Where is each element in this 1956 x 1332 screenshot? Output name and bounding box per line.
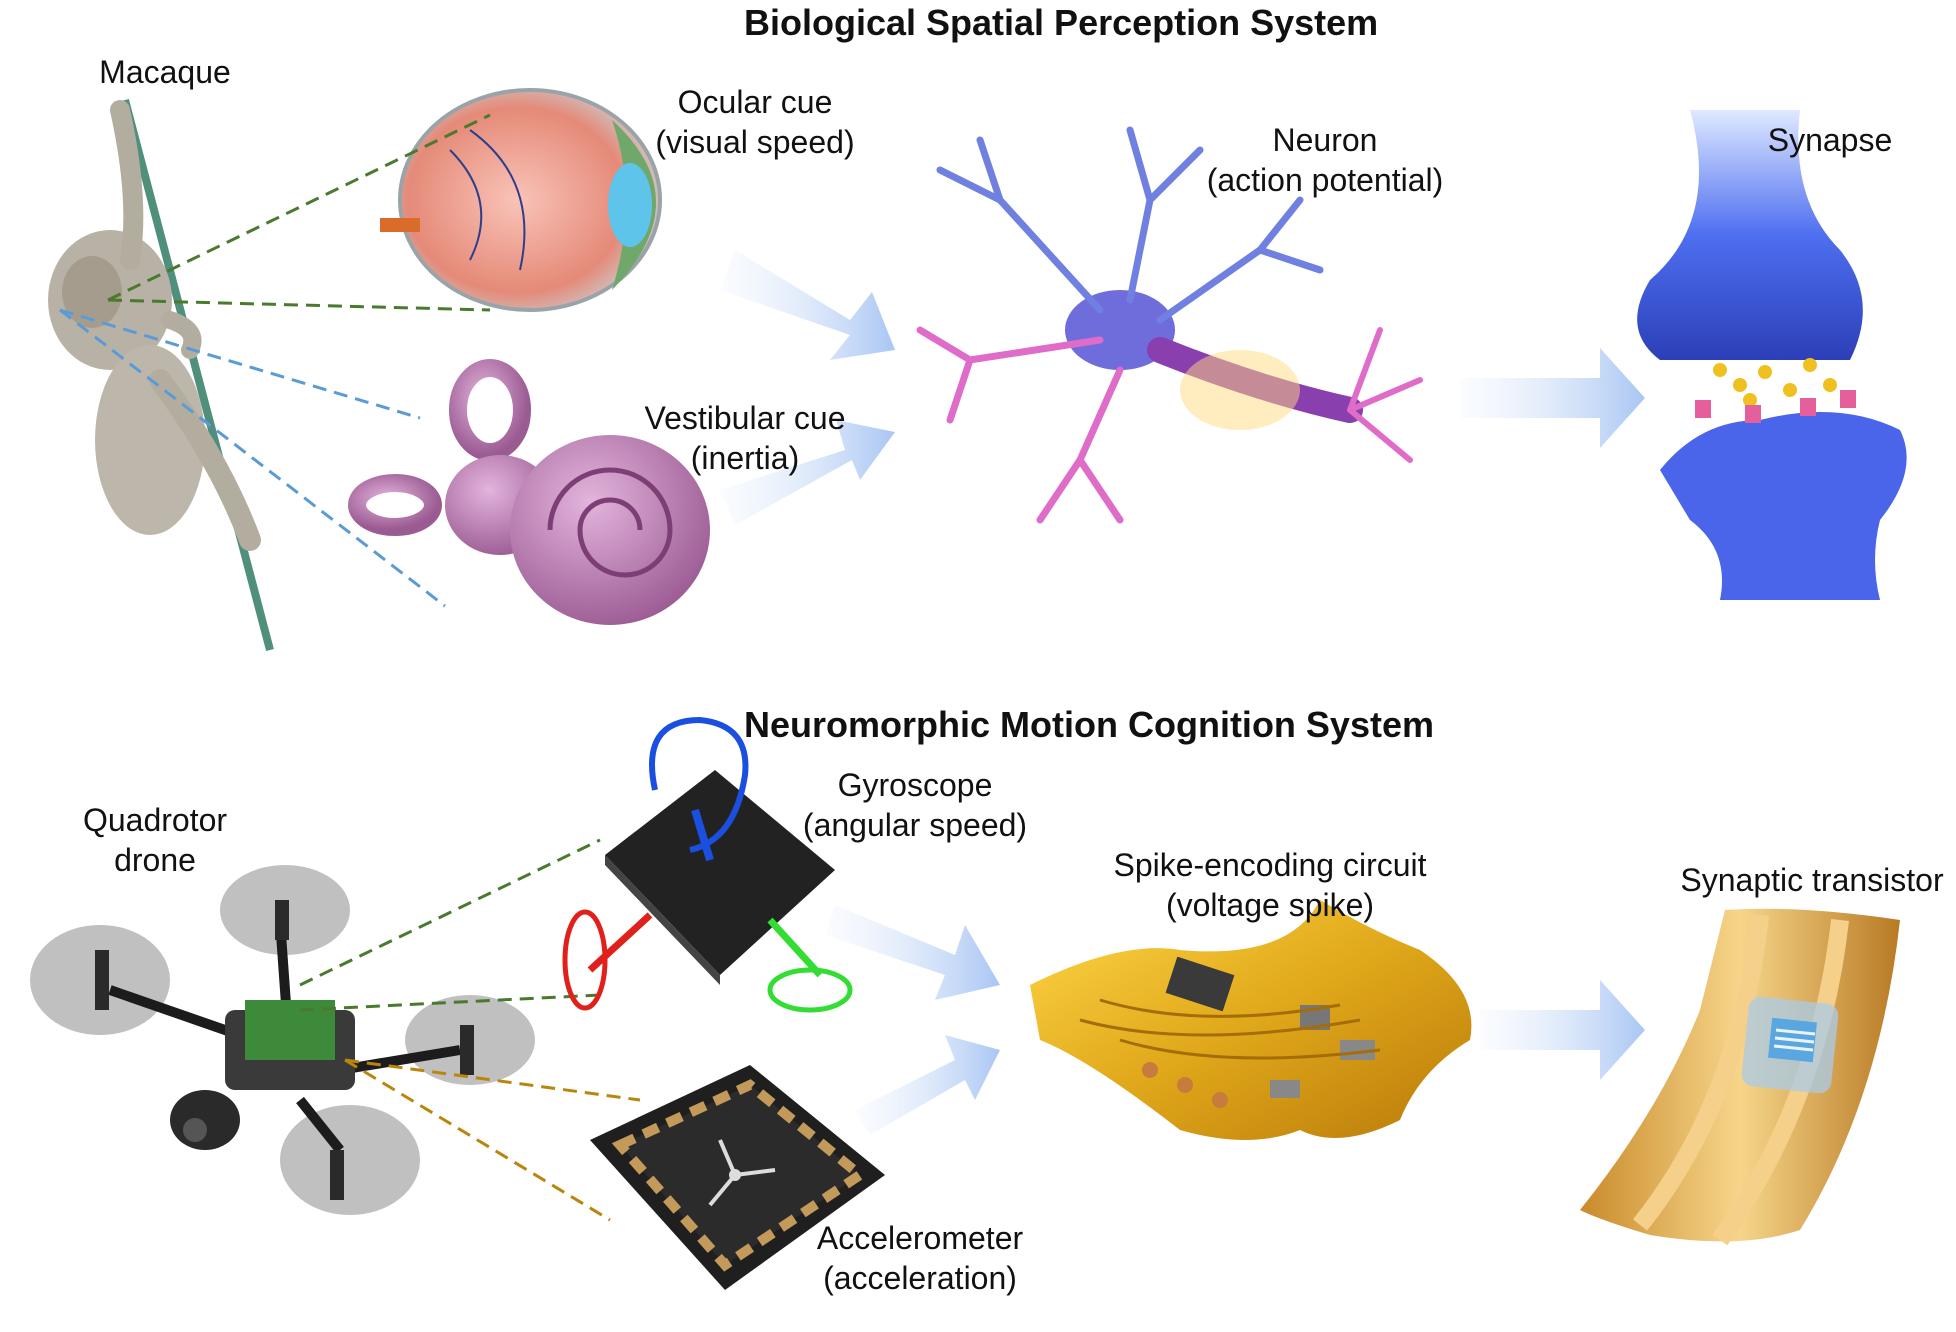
arrow-gyro-to-circuit	[825, 905, 1000, 1000]
accelerometer-lines	[344, 1058, 641, 1222]
spike-encoding-circuit-label: Spike-encoding circuit (voltage spike)	[1100, 845, 1440, 925]
transistor-title: Synaptic transistor	[1680, 862, 1944, 898]
neuron-subtitle: (action potential)	[1206, 162, 1444, 198]
arrow-vestibular-to-neuron	[720, 420, 895, 525]
accelerometer-subtitle: (acceleration)	[823, 1260, 1017, 1296]
circuit-title: Spike-encoding circuit	[1113, 847, 1427, 883]
synapse-title: Synapse	[1767, 122, 1893, 158]
drone-label-line2: drone	[114, 842, 196, 878]
ocular-cue-subtitle: (visual speed)	[655, 124, 855, 160]
arrow-neuron-to-synapse	[1460, 348, 1645, 448]
drone-label-line1: Quadrotor	[82, 802, 228, 838]
top-section-title: Biological Spatial Perception System	[744, 2, 1379, 43]
synapse-illustration	[1637, 110, 1907, 600]
neuron-illustration	[916, 126, 1423, 524]
inner-ear-illustration	[348, 359, 710, 625]
arrow-accel-to-circuit	[855, 1035, 1000, 1135]
gyroscope-lines	[299, 838, 601, 1012]
macaque-illustration	[48, 98, 274, 652]
gyroscope-label: Gyroscope (angular speed)	[790, 765, 1040, 845]
ocular-cue-title: Ocular cue	[677, 84, 833, 120]
neuron-label: Neuron (action potential)	[1190, 120, 1460, 200]
macaque-label-text: Macaque	[99, 54, 231, 90]
gyroscope-title: Gyroscope	[837, 767, 993, 803]
accelerometer-title: Accelerometer	[816, 1220, 1024, 1256]
synaptic-transistor-illustration	[1580, 908, 1900, 1246]
synapse-label: Synapse	[1750, 120, 1910, 160]
gyroscope-subtitle: (angular speed)	[802, 807, 1028, 843]
arrow-ocular-to-neuron	[720, 250, 895, 360]
spike-encoding-circuit-illustration	[1030, 900, 1472, 1140]
accelerometer-chip	[590, 1065, 885, 1290]
quadrotor-drone-label: Quadrotor drone	[60, 800, 250, 880]
vestibular-cue-label: Vestibular cue (inertia)	[625, 398, 865, 478]
ocular-cue-label: Ocular cue (visual speed)	[640, 82, 870, 162]
quadrotor-drone-illustration	[30, 865, 535, 1215]
bottom-section-title: Neuromorphic Motion Cognition System	[744, 704, 1434, 745]
synaptic-transistor-label: Synaptic transistor	[1668, 860, 1956, 900]
arrow-circuit-to-transistor	[1480, 980, 1645, 1080]
macaque-label: Macaque	[85, 52, 245, 92]
vestibular-cue-subtitle: (inertia)	[690, 440, 800, 476]
vestibular-cue-lines	[59, 308, 446, 608]
accelerometer-label: Accelerometer (acceleration)	[800, 1218, 1040, 1298]
eye-illustration	[380, 88, 662, 312]
neuron-title: Neuron	[1272, 122, 1378, 158]
ocular-cue-lines	[107, 113, 491, 312]
vestibular-cue-title: Vestibular cue	[644, 400, 846, 436]
gyroscope-chip	[562, 716, 853, 1013]
circuit-subtitle: (voltage spike)	[1165, 887, 1375, 923]
